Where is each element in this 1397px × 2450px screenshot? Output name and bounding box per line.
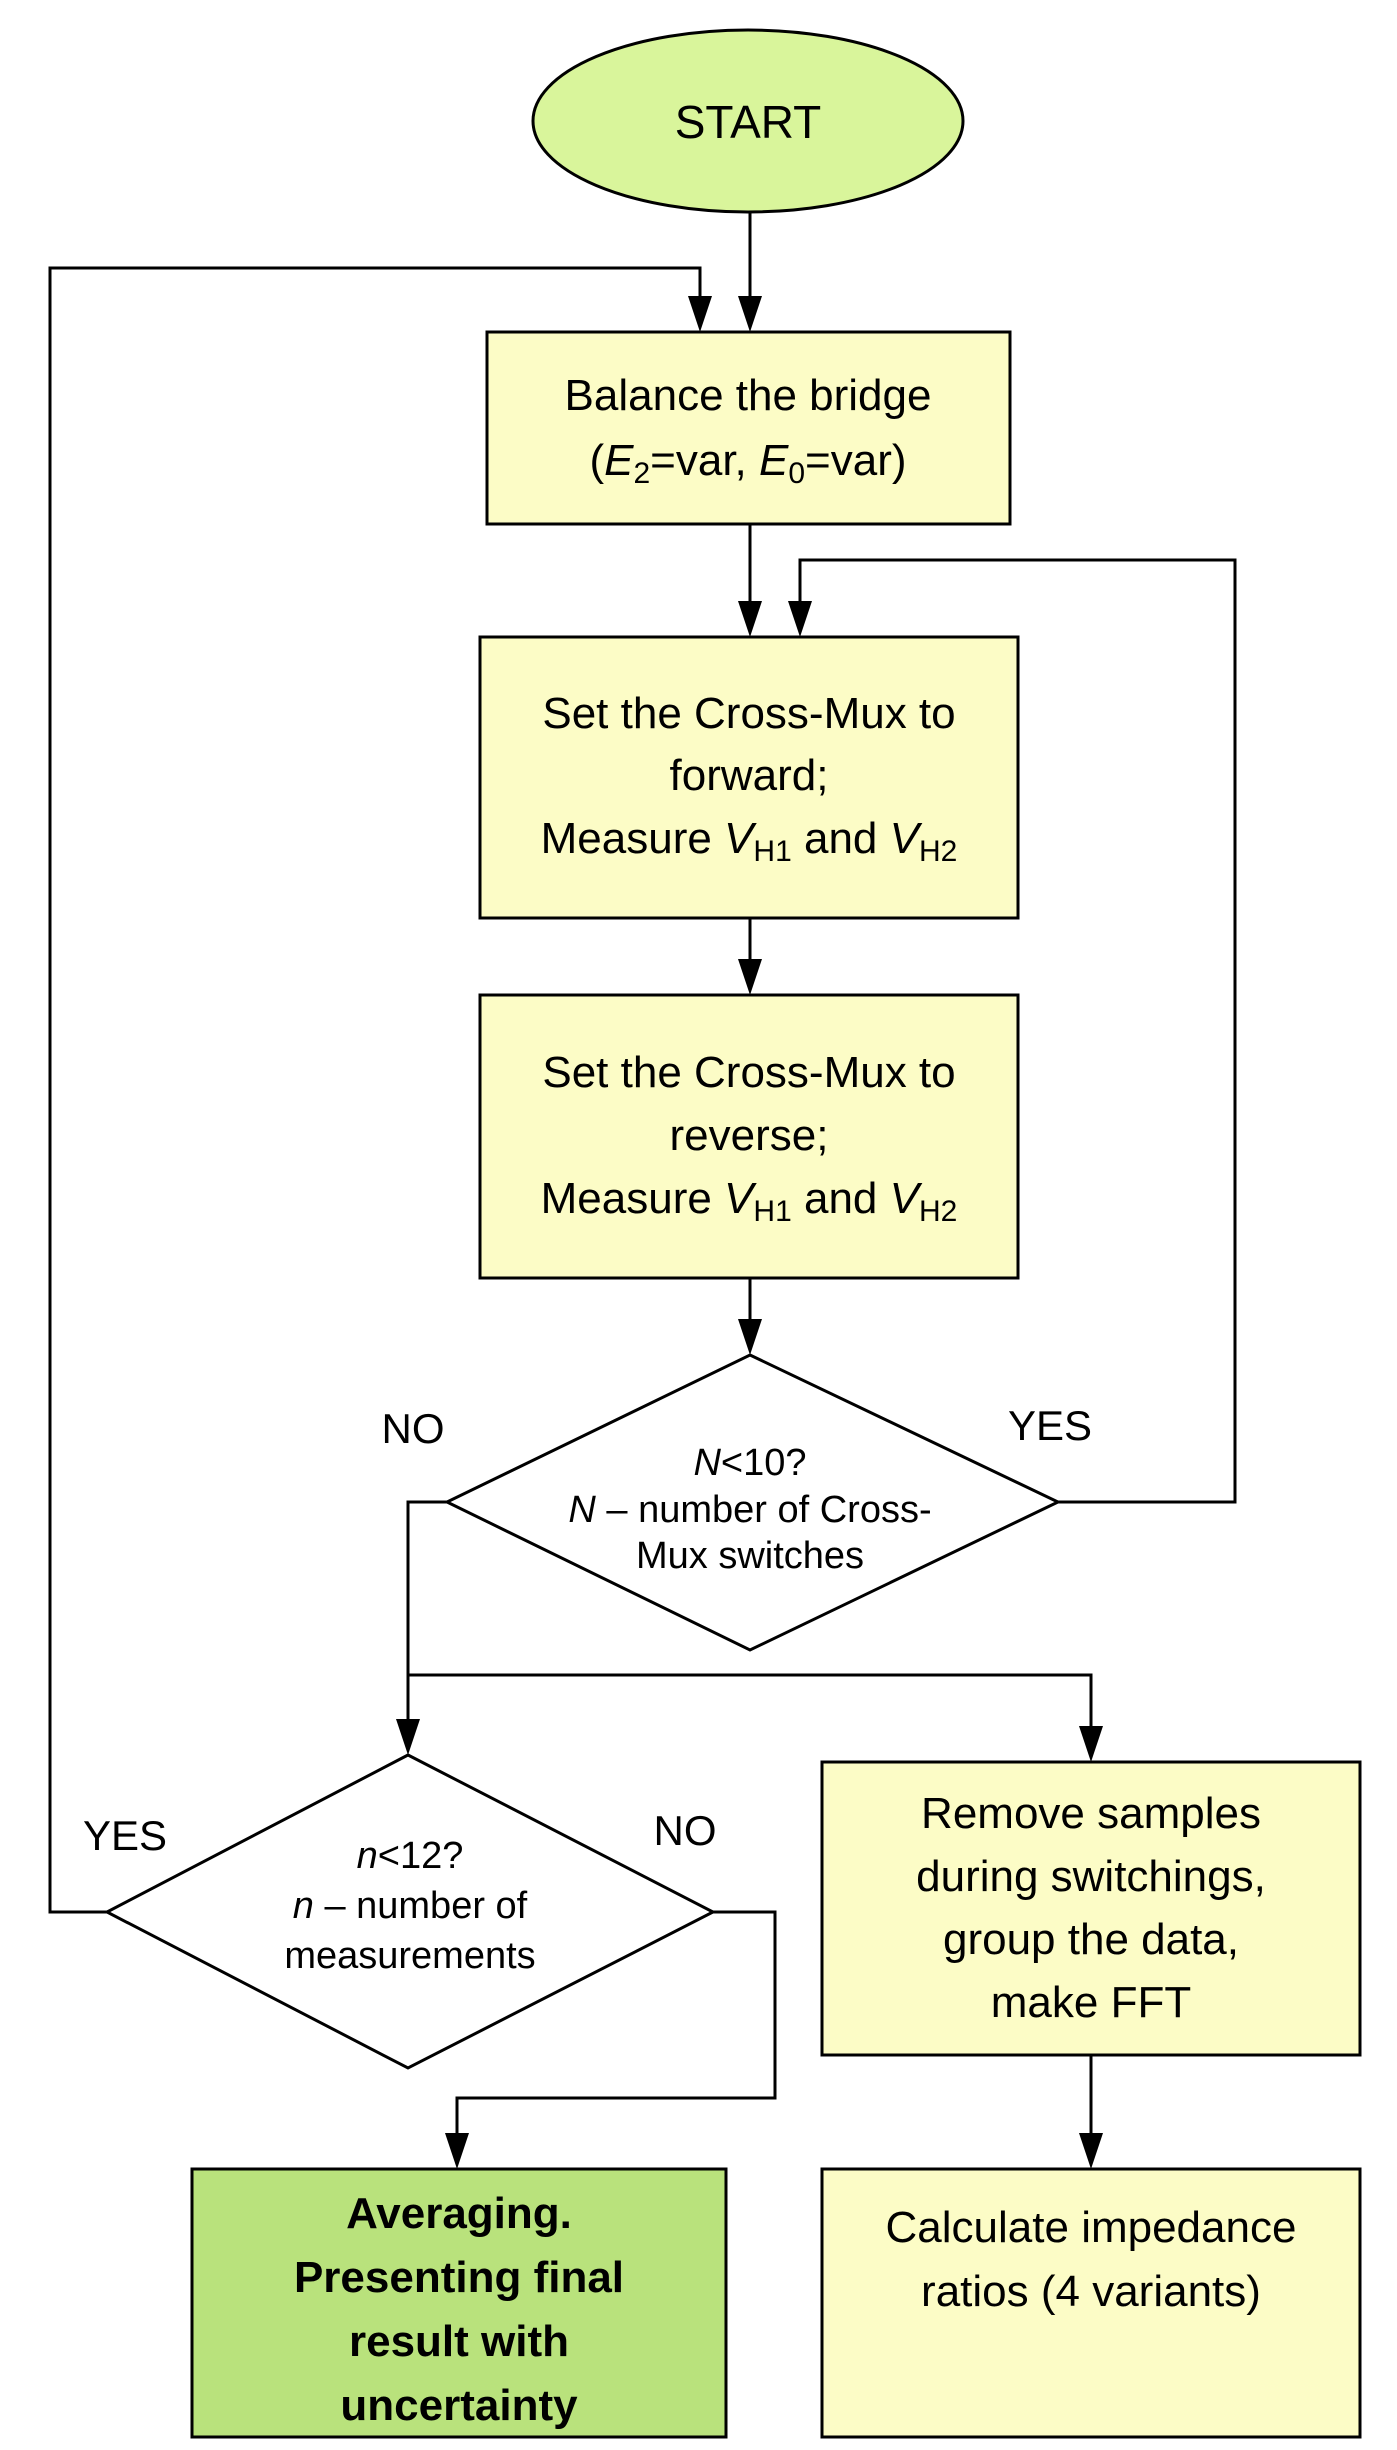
balance-box — [485, 330, 1012, 526]
connectors — [48, 212, 1237, 2142]
final-line2: Presenting final — [294, 2253, 624, 2302]
arrowhead — [788, 601, 812, 637]
reverse-line3: Measure VH1 and VH2 — [541, 1174, 958, 1228]
calculate-box — [820, 2167, 1362, 2439]
reverse-line2: reverse; — [670, 1111, 829, 1160]
remove-line4: make FFT — [991, 1978, 1191, 2027]
start-label: START — [675, 96, 822, 148]
calculate-line1: Calculate impedance — [886, 2203, 1297, 2252]
arrowhead — [1079, 2133, 1103, 2169]
final-line4: uncertainty — [340, 2381, 578, 2430]
remove-line1: Remove samples — [921, 1789, 1261, 1838]
edge-N-no — [406, 1500, 447, 1675]
forward-line3: Measure VH1 and VH2 — [541, 814, 958, 868]
balance-line1: Balance the bridge — [565, 371, 932, 420]
label-n-yes: YES — [83, 1812, 167, 1859]
balance-line2: (E2=var, E0=var) — [589, 436, 906, 490]
reverse-box — [478, 993, 1020, 1280]
final-process: Averaging. Presenting final result with … — [190, 2167, 728, 2439]
calculate-line2: ratios (4 variants) — [921, 2267, 1261, 2316]
decision-N-line2: N – number of Cross- — [568, 1489, 931, 1531]
arrowhead — [738, 296, 762, 332]
arrowhead — [738, 1319, 762, 1355]
label-N-no: NO — [382, 1405, 445, 1452]
decision-N-line3: Mux switches — [636, 1535, 864, 1577]
arrowhead — [445, 2133, 469, 2169]
arrowhead — [688, 296, 712, 332]
decision-n: n<12? n – number of measurements — [103, 1753, 717, 2070]
forward-box — [478, 635, 1020, 920]
edge-n-yes-loop — [48, 266, 702, 1914]
forward-line2: forward; — [670, 751, 829, 800]
decision-N-line1: N<10? — [693, 1442, 806, 1484]
edge-n-no — [455, 1910, 777, 2142]
edge-labels: NO YES YES NO — [83, 1402, 1092, 1859]
remove-process: Remove samples during switchings, group … — [820, 1760, 1362, 2057]
final-line1: Averaging. — [346, 2189, 572, 2238]
remove-box — [820, 1760, 1362, 2057]
remove-line3: group the data, — [943, 1915, 1239, 1964]
arrowhead — [396, 1719, 420, 1755]
decision-n-line2: n – number of — [293, 1885, 528, 1927]
decision-N: N<10? N – number of Cross- Mux switches — [443, 1353, 1062, 1652]
forward-process: Set the Cross-Mux to forward; Measure VH… — [478, 635, 1020, 920]
calculate-process: Calculate impedance ratios (4 variants) — [820, 2167, 1362, 2439]
start-ellipse — [531, 28, 965, 214]
reverse-process: Set the Cross-Mux to reverse; Measure VH… — [478, 993, 1020, 1280]
arrowhead — [738, 601, 762, 637]
start-terminal: START — [531, 28, 965, 214]
forward-line1: Set the Cross-Mux to — [542, 689, 955, 738]
arrowhead — [738, 959, 762, 995]
remove-line2: during switchings, — [916, 1852, 1266, 1901]
decision-n-line3: measurements — [284, 1935, 535, 1977]
final-box — [190, 2167, 728, 2439]
edge-split-remove — [408, 1673, 1093, 1735]
decision-n-line1: n<12? — [357, 1835, 464, 1877]
decision-n-diamond — [103, 1753, 717, 2070]
balance-process: Balance the bridge (E2=var, E0=var) — [485, 330, 1012, 526]
edge-N-yes-loop — [798, 558, 1237, 1504]
arrowhead — [1079, 1726, 1103, 1762]
reverse-line1: Set the Cross-Mux to — [542, 1048, 955, 1097]
label-n-no: NO — [654, 1807, 717, 1854]
final-line3: result with — [349, 2317, 569, 2366]
decision-N-diamond — [443, 1353, 1062, 1652]
label-N-yes: YES — [1008, 1402, 1092, 1449]
arrowheads — [396, 296, 1103, 2169]
